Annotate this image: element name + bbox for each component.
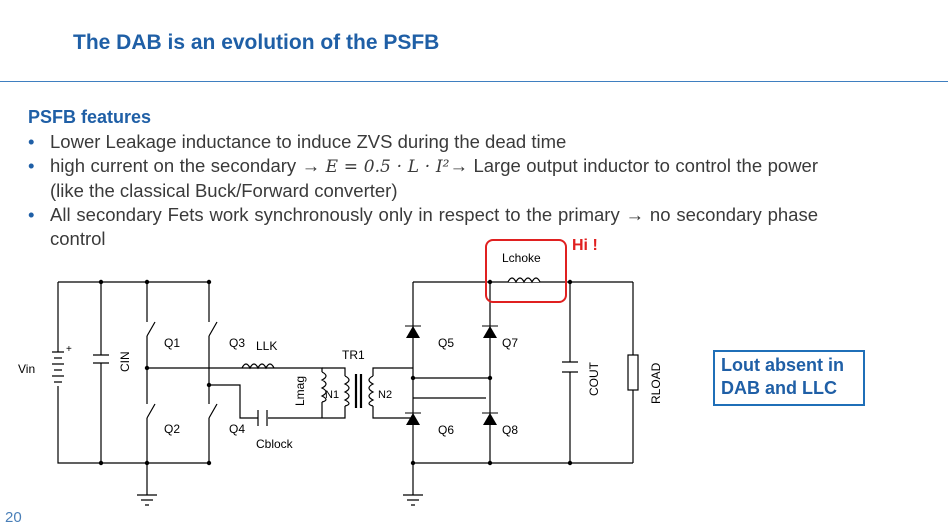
- lchoke-inductor-icon: [507, 277, 541, 284]
- transformer-core-icon: [354, 374, 363, 408]
- callout-line-2: DAB and LLC: [721, 378, 837, 398]
- bullet-text: All secondary Fets work synchronously on…: [50, 204, 818, 249]
- n2-label: N2: [378, 389, 392, 401]
- q5-label: Q5: [438, 336, 454, 350]
- primary-winding-icon: [343, 375, 350, 407]
- hi-annotation: Hi !: [572, 237, 598, 254]
- lout-callout-box: Lout absent in DAB and LLC: [713, 350, 865, 406]
- title-divider: [0, 81, 948, 82]
- slide-title: The DAB is an evolution of the PSFB: [73, 31, 440, 54]
- n1-label: N1: [325, 389, 339, 401]
- bullet-item: • Lower Leakage inductance to induce ZVS…: [28, 130, 818, 154]
- callout-line-1: Lout absent in: [721, 355, 844, 375]
- llk-label: LLK: [256, 339, 277, 353]
- lmag-label: Lmag: [293, 376, 307, 406]
- lchoke-label: Lchoke: [502, 251, 541, 265]
- bullet-dot-icon: •: [28, 204, 35, 225]
- rload-label: RLOAD: [649, 362, 663, 404]
- page-number: 20: [5, 509, 22, 526]
- bullet-text: high current on the secondary →: [50, 155, 326, 176]
- lmag-inductor-icon: [320, 371, 327, 403]
- bullet-item: • All secondary Fets work synchronously …: [28, 203, 818, 251]
- q1-label: Q1: [164, 336, 180, 350]
- bullet-dot-icon: •: [28, 155, 35, 176]
- bullet-list: • Lower Leakage inductance to induce ZVS…: [28, 130, 818, 251]
- secondary-winding-icon: [368, 375, 375, 407]
- q8-label: Q8: [502, 423, 518, 437]
- bullet-text: Lower Leakage inductance to induce ZVS d…: [50, 131, 567, 152]
- diode-icons: [405, 325, 498, 425]
- vin-label: Vin: [18, 362, 35, 376]
- bullet-item: • high current on the secondary → E = 0.…: [28, 154, 818, 203]
- q6-label: Q6: [438, 423, 454, 437]
- cblock-label: Cblock: [256, 437, 294, 451]
- bullet-dot-icon: •: [28, 131, 35, 152]
- cin-label: CIN: [118, 351, 132, 372]
- q2-label: Q2: [164, 422, 180, 436]
- lchoke-highlight-box: [485, 239, 567, 303]
- q7-label: Q7: [502, 336, 518, 350]
- q4-label: Q4: [229, 422, 245, 436]
- tr1-label: TR1: [342, 348, 365, 362]
- energy-formula: E = 0.5 · L · I²: [325, 157, 450, 177]
- q3-label: Q3: [229, 336, 245, 350]
- cout-label: COUT: [587, 361, 601, 396]
- plus-label: +: [66, 344, 72, 355]
- features-heading: PSFB features: [28, 107, 152, 127]
- llk-inductor-icon: [241, 363, 275, 370]
- bullet-text: → Large output inductor to control the p…: [50, 155, 819, 201]
